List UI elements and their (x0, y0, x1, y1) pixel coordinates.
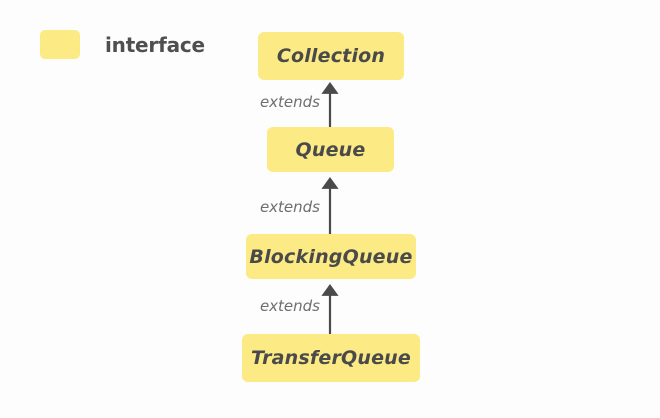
edge-label-extends-3: extends (259, 297, 320, 315)
legend-label: interface (105, 32, 205, 57)
node-collection-label: Collection (276, 45, 386, 67)
node-transferqueue[interactable]: TransferQueue (242, 334, 420, 382)
node-queue-label: Queue (295, 138, 366, 161)
node-transferqueue-label: TransferQueue (251, 347, 411, 369)
node-queue[interactable]: Queue (267, 127, 394, 172)
node-blockingqueue[interactable]: BlockingQueue (246, 234, 416, 279)
edge-label-extends-1: extends (259, 93, 320, 111)
node-collection[interactable]: Collection (258, 32, 404, 80)
edge-label-extends-2: extends (259, 198, 320, 216)
node-blockingqueue-label: BlockingQueue (249, 245, 413, 268)
legend-color-swatch-icon (40, 30, 80, 59)
legend: interface (40, 30, 205, 59)
